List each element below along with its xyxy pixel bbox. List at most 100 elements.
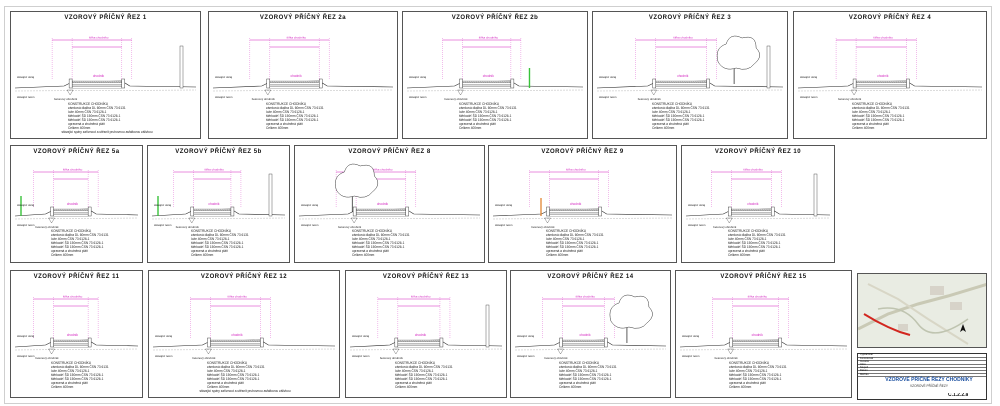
construction-layer: štěrkodrť ŠD 150mm ČSN 73 6126-1 [51,245,104,249]
drawing-number: C.1.2.2.a [948,393,969,397]
title-block-label: Akce [860,363,866,366]
title-block-row: Akce [858,363,986,368]
panel-note: stávající spáry zaříznout a utěsnit pruh… [61,130,153,134]
existing-terrain-line [514,348,667,351]
construction-layer: štěrkodrť ŠD 150mm ČSN 73 6126-1 [51,377,104,381]
svg-text:stávající okraj: stávající okraj [688,203,705,207]
svg-text:šířka chodníku: šířka chodníku [479,36,499,40]
construction-layer: zámková dlažba DL 60mm ČSN 73 6131 [51,233,109,237]
construction-layer: zámková dlažba DL 60mm ČSN 73 6131 [546,233,604,237]
construction-heading: KONSTRUKCE CHODNÍKU [395,361,436,365]
svg-text:betonový obrubník: betonový obrubník [36,225,60,229]
title-block-row: Vypracoval [858,353,986,359]
construction-layer: zámková dlažba DL 60mm ČSN 73 6131 [395,365,453,369]
svg-text:stávající okraj: stávající okraj [301,203,318,207]
svg-text:stávající terén: stávající terén [409,95,427,99]
svg-text:betonový obrubník: betonový obrubník [545,356,569,360]
pavement-layers [269,80,320,89]
construction-total: Celkem 400mm [207,385,230,389]
construction-layer: zámková dlažba DL 60mm ČSN 73 6131 [729,365,787,369]
construction-layer: štěrkodrť ŠD 150mm ČSN 73 6126-1 [728,245,781,249]
construction-layer: zámková dlažba DL 60mm ČSN 73 6131 [459,106,517,110]
svg-text:šířka chodníku: šířka chodníku [63,295,83,299]
construction-layer: upravená a zhutněná pláň [51,381,88,385]
svg-text:chodník: chodník [93,74,105,78]
curb-detail [48,337,92,355]
panel-title: VZOROVÝ PŘÍČNÝ ŘEZ 15 [720,274,807,280]
panel-title: VZOROVÝ PŘÍČNÝ ŘEZ 13 [382,274,470,280]
drawing-subtitle: VZOROVÉ PŘÍČNÉ ŘEZY [910,384,948,388]
svg-text:šířka chodníku: šířka chodníku [287,36,307,40]
construction-layer: upravená a zhutněná pláň [352,249,389,253]
pavement-layers [355,208,407,217]
existing-terrain-line [14,348,139,351]
title-block-row: Stupeň [858,366,986,371]
svg-text:chodník: chodník [570,202,582,206]
svg-text:stávající okraj: stávající okraj [517,334,534,338]
construction-layer: štěrkodrť ŠD 150mm ČSN 73 6126-1 [395,377,448,381]
construction-layer: zámková dlažba DL 60mm ČSN 73 6131 [207,365,265,369]
existing-terrain-line [14,217,139,220]
drawing-title: VZOROVÉ PŘÍČNÉ ŘEZY CHODNÍKY [885,377,973,383]
existing-terrain-line [152,348,336,351]
svg-text:stávající terén: stávající terén [688,223,706,227]
svg-text:betonový obrubník: betonový obrubník [54,97,78,101]
curb-detail [350,206,409,224]
panel-title: VZOROVÝ PŘÍČNÝ ŘEZ 5a [33,149,120,155]
panel-title: VZOROVÝ PŘÍČNÝ ŘEZ 3 [648,15,732,21]
panel-title: VZOROVÝ PŘÍČNÝ ŘEZ 2a [259,15,347,21]
svg-text:betonový obrubník: betonový obrubník [380,356,404,360]
construction-heading: KONSTRUKCE CHODNÍKU [459,102,500,106]
svg-text:betonový obrubník: betonový obrubník [192,356,216,360]
svg-text:stávající okraj: stávající okraj [495,203,512,207]
tree-icon [335,163,379,212]
curb-detail [557,337,608,355]
title-block-row: Měřítko [858,372,986,378]
title-block-label: Kontroloval [860,356,873,360]
construction-total: Celkem 400mm [352,253,375,257]
panel-title: VZOROVÝ PŘÍČNÝ ŘEZ 14 [547,274,634,280]
construction-total: Celkem 400mm [395,385,418,389]
construction-heading: KONSTRUKCE CHODNÍKU [191,229,232,233]
svg-text:stávající terén: stávající terén [682,354,700,358]
title-block-label: Měřítko [860,372,869,376]
curb-detail [850,78,910,96]
svg-text:chodník: chodník [415,333,427,337]
construction-heading: KONSTRUKCE CHODNÍKU [207,361,248,365]
construction-layer: zámková dlažba DL 60mm ČSN 73 6131 [352,233,410,237]
construction-layer: zámková dlažba DL 60mm ČSN 73 6131 [191,233,249,237]
construction-layer: upravená a zhutněná pláň [652,122,689,126]
pavement-layers [210,339,261,348]
curb-detail [457,78,515,96]
construction-layer: štěrkodrť ŠD 150mm ČSN 73 6126-1 [51,241,104,245]
svg-text:šířka chodníku: šířka chodníku [575,295,595,299]
svg-text:betonový obrubník: betonový obrubník [531,225,555,229]
construction-layer: štěrkodrť ŠD 150mm ČSN 73 6126-1 [68,114,121,118]
